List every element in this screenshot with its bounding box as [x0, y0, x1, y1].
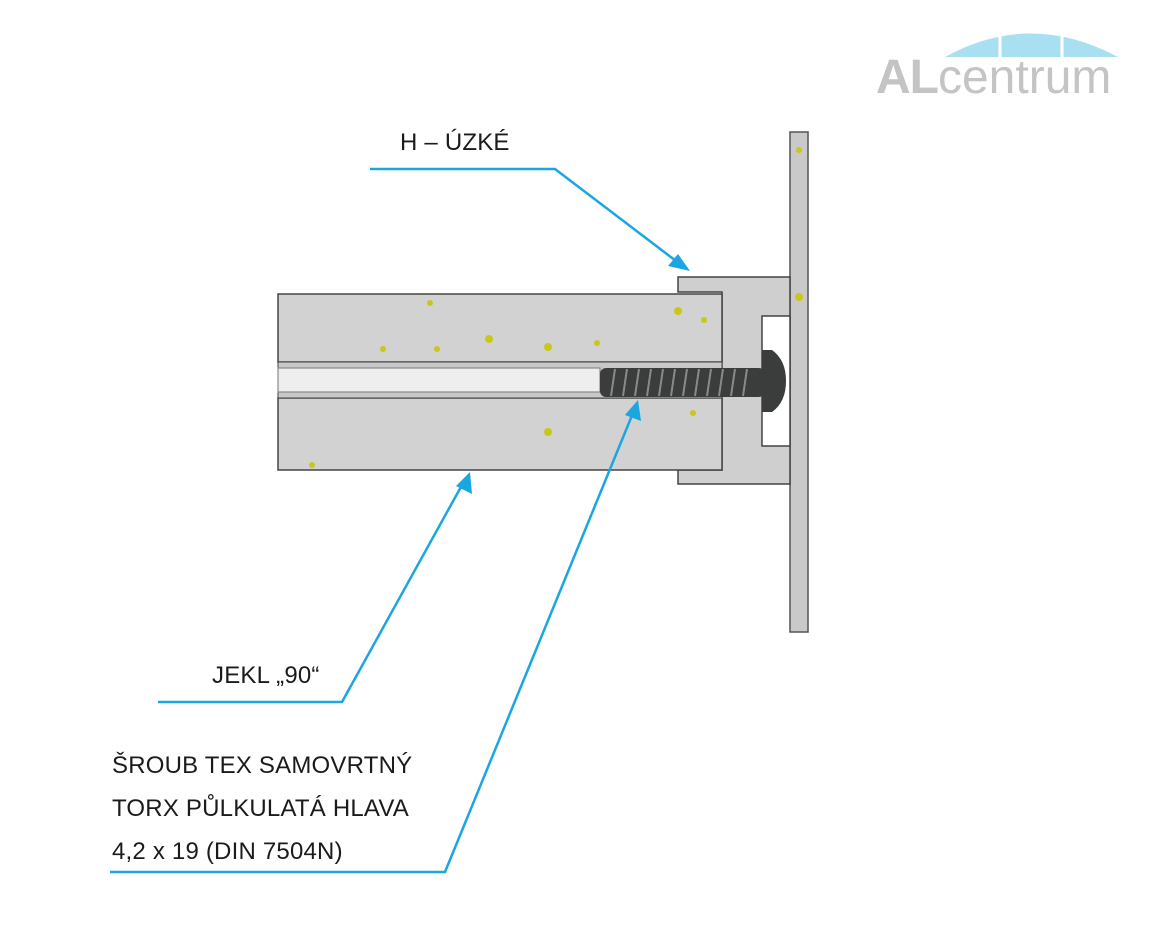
- leader-tube: [158, 484, 464, 704]
- arrowhead-screw-icon: [625, 400, 641, 421]
- label-profile: H – ÚZKÉ: [400, 129, 510, 156]
- logo-arc-icon: [945, 30, 1118, 57]
- leader-screw: [110, 412, 635, 874]
- leader-profile: [370, 167, 681, 265]
- logo-bold: AL: [876, 51, 939, 104]
- tube-top-wall: [277, 293, 723, 363]
- tube-inner-strip: [277, 367, 601, 393]
- logo-light: centrum: [937, 51, 1112, 104]
- label-tube: JEKL „90“: [212, 662, 320, 689]
- brand-logo: ALcentrum: [876, 50, 1111, 105]
- texture-specks: [309, 147, 803, 468]
- label-screw-line-3: 4,2 x 19 (DIN 7504N): [112, 838, 343, 865]
- label-screw-line-1: ŠROUB TEX SAMOVRTNÝ: [112, 752, 413, 779]
- wall-plate: [789, 131, 809, 633]
- tube-bottom-wall: [277, 397, 723, 471]
- arrowhead-profile-icon: [668, 254, 690, 271]
- arrowhead-tube-icon: [456, 472, 472, 494]
- screw: [600, 350, 786, 412]
- label-screw-line-2: TORX PŮLKULATÁ HLAVA: [112, 795, 409, 822]
